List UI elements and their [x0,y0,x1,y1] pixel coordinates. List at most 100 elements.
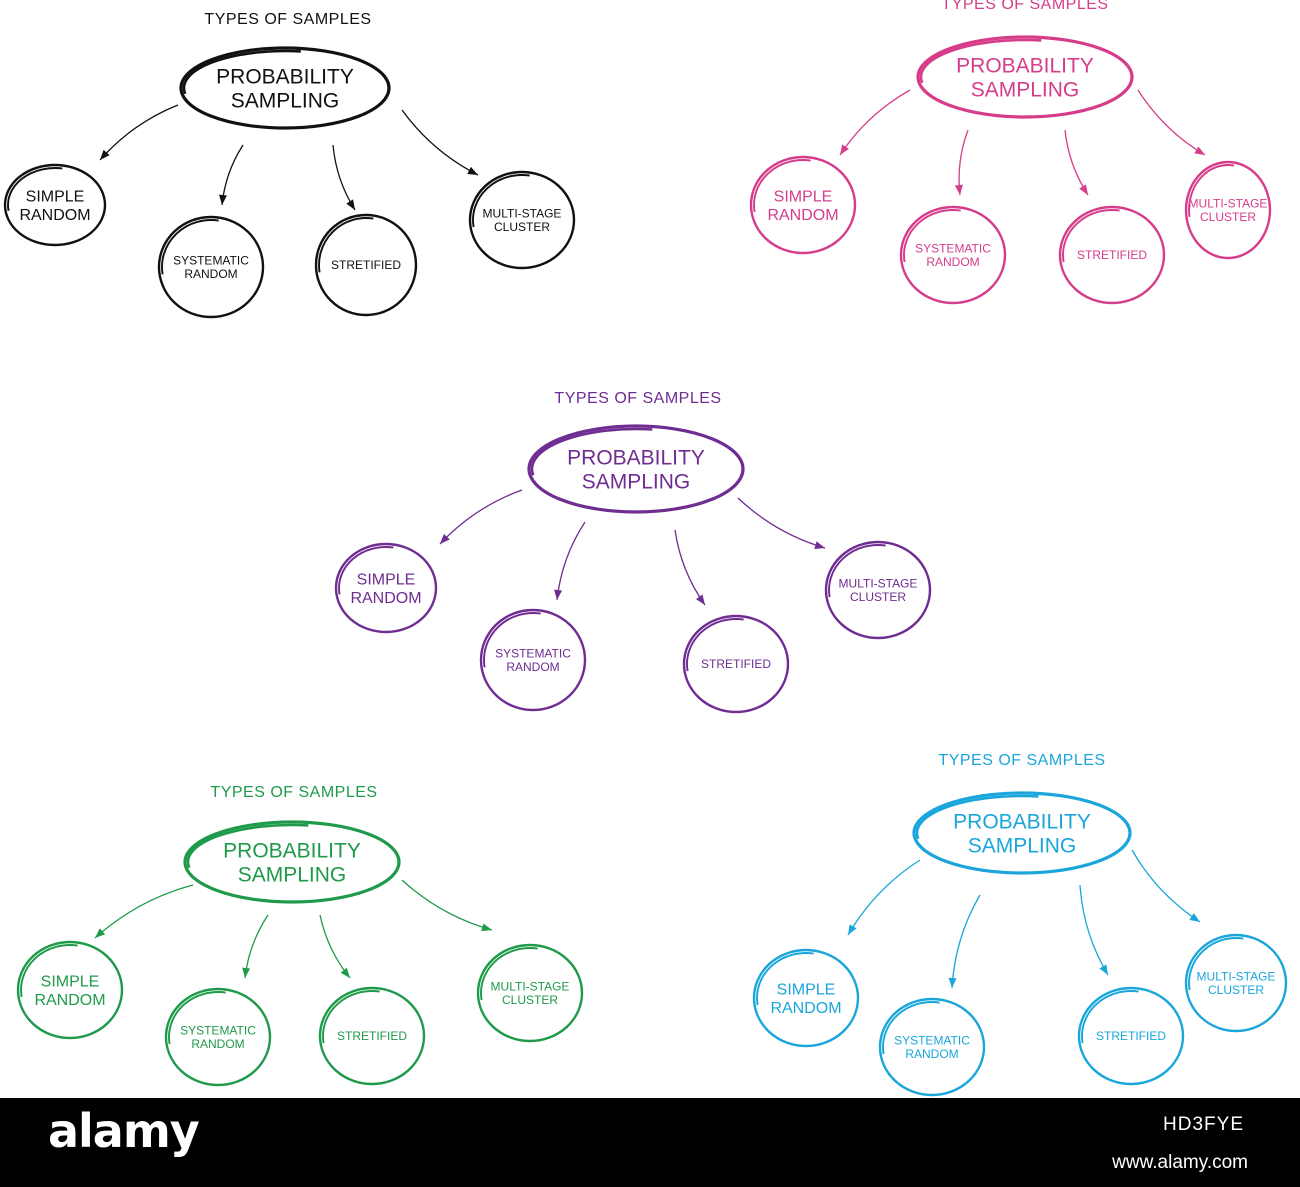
connector-arrow-head [848,924,857,935]
child-node-ellipse-sketch-stroke [7,167,63,211]
child-node-ellipse [878,997,986,1097]
connector-arrow [1064,129,1089,196]
root-node-label-line: PROBABILITY [956,54,1094,77]
child-node-label-line: MULTI-STAGE [839,576,918,590]
root-node-label-line: PROBABILITY [223,839,361,862]
child-node-ellipse [824,540,932,640]
child-node-label-line: STRETIFIED [1096,1029,1166,1043]
connector-arrow-head [554,589,563,600]
child-node-label-line: SIMPLE [357,571,416,588]
connector-arrow-head [346,199,355,210]
connector-arrow [674,529,706,606]
child-node-label-line: RANDOM [905,1047,958,1061]
child-node-label-line: RANDOM [506,660,559,674]
connector-arrow [439,489,523,545]
root-node-label-line: SAMPLING [582,470,691,493]
connector-arrow [839,89,911,156]
stock-footer-bar: alamy HD3FYE www.alamy.com [0,1098,1300,1187]
connector-arrow-head [95,928,106,938]
connector-arrow [737,497,826,549]
connector-arrow-head [219,194,227,205]
diagram-title: TYPES OF SAMPLES [210,784,377,801]
connector-arrow-head [242,967,251,978]
root-node-label-line: PROBABILITY [953,810,1091,833]
connector-arrow-head [481,923,492,932]
child-node-label-line: SIMPLE [41,973,100,990]
child-node-label-line: STRETIFIED [337,1029,407,1043]
connector-arrow-head [695,594,705,605]
child-node-label: SIMPLE RANDOM [350,571,421,606]
root-node-ellipse [912,791,1132,875]
child-node-ellipse [479,608,587,712]
child-node-label-line: RANDOM [191,1037,244,1051]
connector-arrow [951,894,981,989]
child-node-label-line: RANDOM [350,590,421,607]
child-node-ellipse [682,614,790,714]
diagram-title: TYPES OF SAMPLES [941,0,1108,13]
child-node-label-line: SYSTEMATIC [180,1023,256,1037]
child-node-label-line: SIMPLE [777,981,836,998]
connector-arrow-head [840,144,849,155]
child-node-ellipse [1184,160,1272,260]
child-node-ellipse [314,213,418,317]
child-node-label-line: CLUSTER [1208,983,1264,997]
child-node-label-line: STRETIFIED [331,258,401,272]
child-node-label-line: RANDOM [926,255,979,269]
root-node-ellipse [527,424,745,514]
child-node-ellipse [1058,205,1166,305]
child-node-label-line: RANDOM [770,1000,841,1017]
child-node-label: STRETIFIED [1077,248,1147,262]
child-node-ellipse-sketch-stroke [168,991,226,1045]
child-node-ellipse-sketch-stroke [318,217,374,273]
connector-arrow [319,914,351,979]
root-node-label-line: SAMPLING [968,834,1077,857]
connector-arrow [99,104,179,161]
connector-arrow-head [467,166,478,175]
child-node-label-line: CLUSTER [1200,210,1256,224]
connector-arrow [1131,849,1201,923]
root-node-ellipse-sketch-stroke [915,794,1039,840]
diagram-title: TYPES OF SAMPLES [938,752,1105,769]
root-node-ellipse-sketch-stroke [186,823,309,869]
connector-arrow-head [1079,184,1088,195]
child-node-label-line: CLUSTER [494,220,550,234]
connector-arrow [1137,89,1206,156]
root-node-ellipse-sketch-stroke [182,49,301,95]
child-node-label-line: MULTI-STAGE [1197,969,1276,983]
child-node-label-line: RANDOM [34,992,105,1009]
connector-arrow [847,859,921,936]
child-node-ellipse-sketch-stroke [20,944,78,998]
connector-arrow-head [1099,964,1108,975]
connector-arrow-head [440,533,450,544]
child-node-ellipse-sketch-stroke [338,546,394,595]
child-node-ellipse-sketch-stroke [322,990,380,1044]
child-node-ellipse [318,986,426,1086]
connector-arrow [401,879,493,931]
child-node-label-line: CLUSTER [850,590,906,604]
connector-arrow-head [814,541,825,550]
child-node-ellipse-sketch-stroke [686,618,744,672]
child-node-ellipse-sketch-stroke [1188,164,1235,218]
root-node-ellipse [916,35,1134,119]
child-node-ellipse-sketch-stroke [828,544,886,598]
child-node-ellipse [468,170,576,270]
child-node-ellipse [164,987,272,1087]
child-node-ellipse-sketch-stroke [483,612,541,668]
child-node-label-line: CLUSTER [502,993,558,1007]
